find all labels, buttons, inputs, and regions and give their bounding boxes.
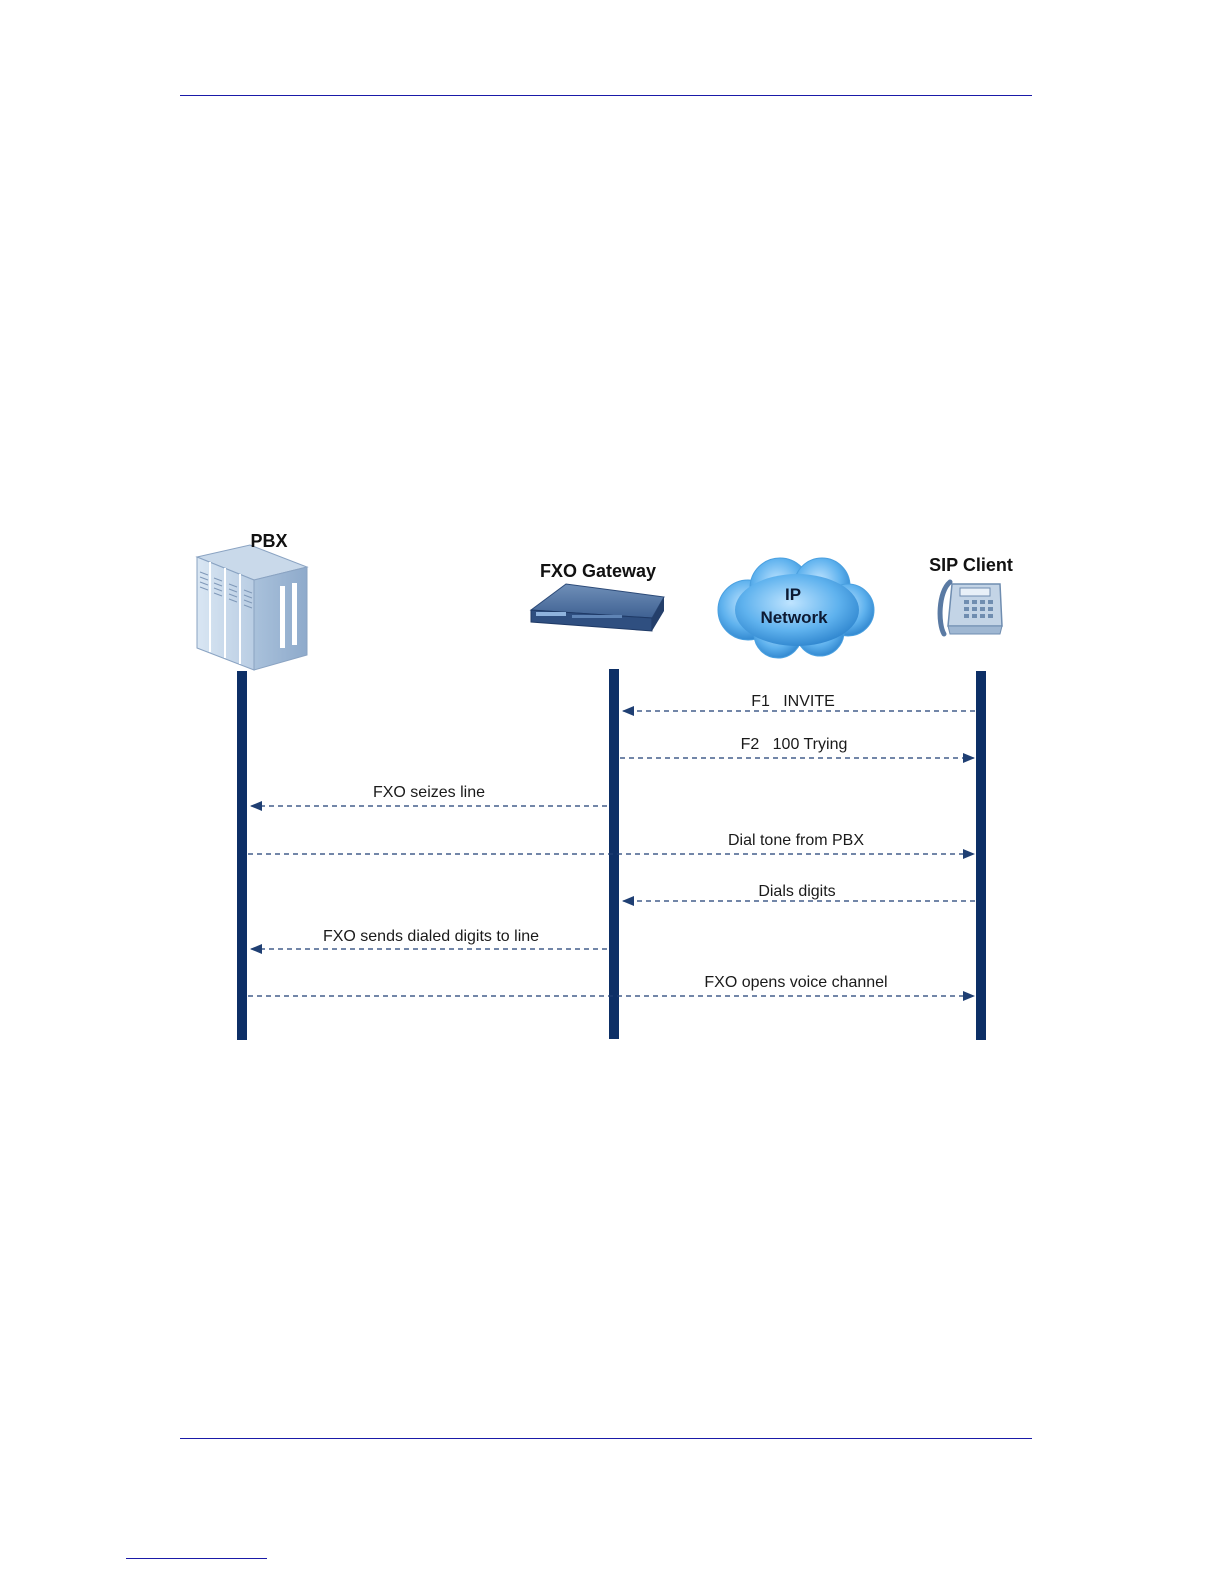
message-fxo-seizes-line: FXO seizes line (251, 784, 607, 806)
sip-client-label: SIP Client (929, 555, 1013, 575)
message-fxo-sends-dialed-digits: FXO sends dialed digits to line (251, 928, 607, 949)
fxo-gateway-label: FXO Gateway (540, 561, 656, 581)
message-label: Dial tone from PBX (728, 832, 864, 849)
message-label: Dials digits (758, 883, 835, 900)
message-f1-invite: F1 INVITE (623, 693, 975, 711)
ip-network-label-line1: IP (785, 585, 801, 604)
gateway-device-icon (531, 584, 664, 631)
message-label: F1 INVITE (751, 693, 835, 710)
footer-link-underline (126, 1558, 267, 1559)
sip-client-lifeline (976, 671, 986, 1040)
message-label: FXO opens voice channel (704, 974, 887, 991)
message-label: FXO seizes line (373, 784, 485, 801)
message-f2-100-trying: F2 100 Trying (620, 736, 974, 758)
pbx-lifeline (237, 671, 247, 1040)
ip-network-label-line2: Network (760, 608, 828, 627)
footer-rule (180, 1438, 1032, 1439)
message-label: FXO sends dialed digits to line (323, 928, 539, 945)
server-rack-icon (197, 545, 307, 670)
message-label: F2 100 Trying (741, 736, 848, 753)
desk-phone-icon (940, 582, 1002, 634)
pbx-label: PBX (250, 531, 287, 551)
message-dials-digits: Dials digits (623, 883, 975, 901)
